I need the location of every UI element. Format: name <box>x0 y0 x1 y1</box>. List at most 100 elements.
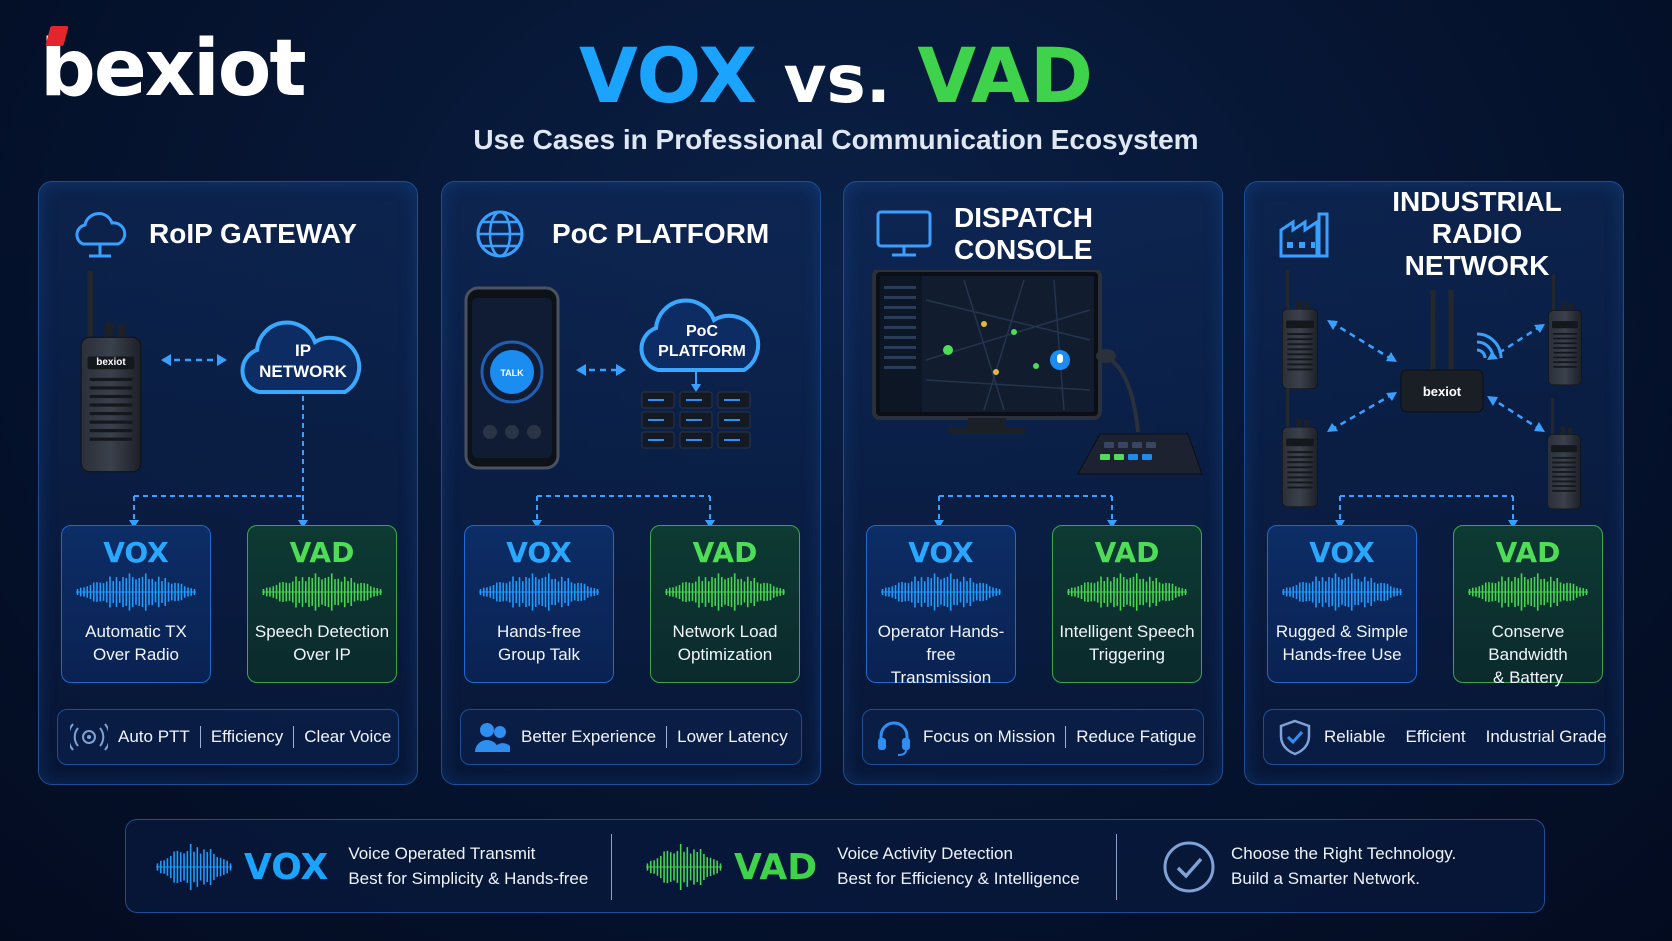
divider <box>199 726 201 748</box>
panel-title: RoIP GATEWAY <box>149 217 357 249</box>
benefit-item: Auto PTT <box>118 727 190 746</box>
vad-waveform-icon <box>262 573 382 611</box>
check-circle-icon <box>1163 841 1215 893</box>
benefit-item: Efficiency <box>210 727 284 746</box>
footer-vad-line1: Voice Activity Detection <box>837 844 1013 864</box>
footer-vox-label: VOX <box>244 846 329 888</box>
vox-desc-line2: Hands-free Use <box>1282 644 1402 664</box>
title-vs: vs. <box>783 41 891 118</box>
page-title: VOX vs. VAD <box>0 38 1672 114</box>
footer-vox-line2: Best for Simplicity & Hands-free <box>348 869 589 888</box>
footer-vox-text: Voice Operated Transmit Best for Simplic… <box>348 842 588 891</box>
divider <box>666 726 668 748</box>
panel-roip-gateway: RoIP GATEWAY bexiot IP NETWORK VOX Autom… <box>38 181 418 785</box>
footer-vox-section: VOX Voice Operated Transmit Best for Sim… <box>156 820 588 914</box>
divider <box>1065 726 1067 748</box>
vad-desc-line2: Optimization <box>677 644 773 664</box>
panel-header: PoC PLATFORM <box>472 204 802 264</box>
vad-card: VAD Speech Detection Over IP <box>247 525 397 683</box>
vox-desc-line1: Automatic TX <box>85 622 187 641</box>
vox-waveform-icon <box>1282 573 1402 611</box>
benefit-item: Focus on Mission <box>923 727 1056 746</box>
footer-vad-label: VAD <box>734 846 818 888</box>
footer-cta-line2: Build a Smarter Network. <box>1231 869 1420 888</box>
roip-illustration: bexiot IP NETWORK <box>80 270 362 496</box>
panel-title: PoC PLATFORM <box>552 217 770 249</box>
vox-card: VOX Operator Hands-free Transmission <box>866 525 1016 687</box>
vad-desc-line1: Conserve Bandwidth <box>1488 622 1568 664</box>
vox-waveform-icon <box>76 573 196 611</box>
industrial-illustration: bexiot <box>1281 270 1582 510</box>
cloud-label-network: NETWORK <box>259 362 348 381</box>
benefits-bar: Reliable Efficient Industrial Grade <box>1263 709 1607 765</box>
vox-card-title: VOX <box>908 536 974 569</box>
footer-cta-line1: Choose the Right Technology. <box>1231 844 1457 864</box>
vox-card-desc: Operator Hands-free Transmission <box>867 621 1015 690</box>
base-station-label: bexiot <box>1423 384 1462 399</box>
vox-card-desc: Rugged & Simple Hands-free Use <box>1268 621 1416 667</box>
divider <box>1116 834 1117 900</box>
brand-logo: bexiot <box>40 26 307 108</box>
vad-desc-line2: & Battery <box>1493 667 1563 687</box>
footer-cta-text: Choose the Right Technology. Build a Sma… <box>1231 842 1456 891</box>
footer-vox-line1: Voice Operated Transmit <box>348 844 536 864</box>
panel-header: DISPATCH CONSOLE <box>874 202 1204 265</box>
panel-title-line2: NETWORK <box>1404 250 1550 282</box>
vox-card-title: VOX <box>506 536 572 569</box>
vad-card-desc: Conserve Bandwidth & Battery <box>1454 621 1602 690</box>
footer-vad-text: Voice Activity Detection Best for Effici… <box>837 842 1080 891</box>
target-icon <box>70 723 108 751</box>
benefit-item: Efficient <box>1405 727 1466 746</box>
monitor-icon <box>876 210 932 257</box>
title-vad: VAD <box>917 31 1093 120</box>
vad-desc-line2: Triggering <box>1089 644 1165 664</box>
footer-vad-section: VAD Voice Activity Detection Best for Ef… <box>646 820 1080 914</box>
panel-title: INDUSTRIAL RADIO NETWORK <box>1349 186 1605 283</box>
vad-waveform-icon <box>665 573 785 611</box>
panel-poc-platform: PoC PLATFORM TALK PoC PLATFORM VOX <box>441 181 821 785</box>
poc-illustration: TALK PoC PLATFORM <box>464 286 761 470</box>
cloud-icon <box>75 212 127 258</box>
footer-cta-section: Choose the Right Technology. Build a Sma… <box>1161 820 1456 914</box>
vad-card: VAD Conserve Bandwidth & Battery <box>1453 525 1603 687</box>
connector-lines <box>1335 495 1518 528</box>
vox-card: VOX Hands-free Group Talk <box>464 525 614 683</box>
vox-waveform-icon <box>479 573 599 611</box>
benefit-item: Lower Latency <box>677 727 788 746</box>
vox-card-desc: Hands-free Group Talk <box>465 621 613 667</box>
summary-footer: VOX Voice Operated Transmit Best for Sim… <box>125 819 1545 913</box>
radio-brand-label: bexiot <box>96 357 126 368</box>
benefit-item: Reduce Fatigue <box>1076 727 1197 746</box>
vox-waveform-icon <box>156 843 232 891</box>
vox-card-desc: Automatic TX Over Radio <box>62 621 210 667</box>
talk-button-label: TALK <box>500 368 524 378</box>
benefits-bar: Auto PTT Efficiency Clear Voice <box>57 709 399 765</box>
vad-waveform-icon <box>1067 573 1187 611</box>
vad-card-title: VAD <box>1094 536 1160 569</box>
dispatch-illustration <box>872 270 1203 475</box>
shield-icon <box>1279 719 1311 756</box>
footer-vad-line2: Best for Efficiency & Intelligence <box>837 869 1080 888</box>
headset-icon <box>878 721 910 756</box>
title-vox: VOX <box>579 31 758 120</box>
panel-header: INDUSTRIAL RADIO NETWORK <box>1275 186 1605 281</box>
vox-desc-line1: Rugged & Simple <box>1275 622 1409 641</box>
benefit-item: Industrial Grade <box>1485 727 1607 746</box>
vox-card-title: VOX <box>1309 536 1375 569</box>
vox-card: VOX Automatic TX Over Radio <box>61 525 211 683</box>
benefit-item: Reliable <box>1324 727 1386 746</box>
cloud-label-ip: IP <box>295 341 311 360</box>
benefit-item: Clear Voice <box>304 727 392 746</box>
vad-desc-line1: Speech Detection <box>254 622 390 641</box>
vad-desc-line1: Network Load <box>672 622 778 641</box>
divider <box>611 834 612 900</box>
vox-desc-line2: Over Radio <box>93 644 179 664</box>
panel-dispatch-console: DISPATCH CONSOLE VOX <box>843 181 1223 785</box>
connector-lines <box>934 495 1117 528</box>
cloud-label-poc: PoC <box>686 323 718 340</box>
logo-text: bexiot <box>40 24 307 114</box>
vad-card: VAD Network Load Optimization <box>650 525 800 683</box>
vox-card-title: VOX <box>103 536 169 569</box>
vox-desc-line1: Hands-free <box>496 622 582 641</box>
vad-desc-line1: Intelligent Speech <box>1059 622 1195 641</box>
